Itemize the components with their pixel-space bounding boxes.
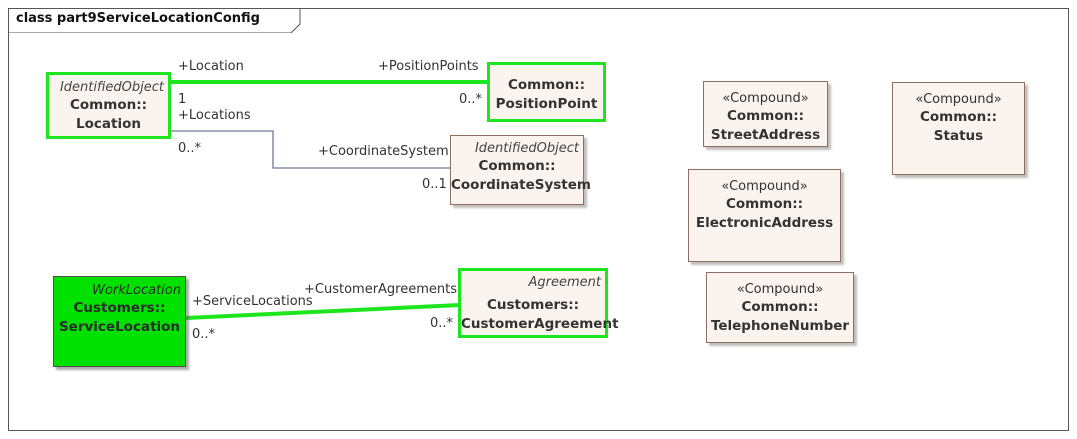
class-status[interactable]: «Compound» Common:: Status xyxy=(892,82,1025,175)
package-label: Common:: xyxy=(741,299,819,315)
association-location-coordinatesystem xyxy=(170,130,450,169)
class-electronicaddress[interactable]: «Compound» Common:: ElectronicAddress xyxy=(688,169,841,262)
package-label: Common:: xyxy=(920,109,997,125)
class-name: StreetAddress xyxy=(710,127,821,143)
class-name: Location xyxy=(76,116,141,132)
class-coordinatesystem[interactable]: IdentifiedObject Common:: CoordinateSyst… xyxy=(450,135,591,205)
class-name: CoordinateSystem xyxy=(451,177,591,193)
multiplicity-location: 1 xyxy=(178,92,187,107)
role-label-coordinatesystem: +CoordinateSystem xyxy=(318,144,449,159)
role-label-servicelocations: +ServiceLocations xyxy=(192,294,313,309)
multiplicity-coordinatesystem: 0..1 xyxy=(422,177,447,192)
role-label-locations: +Locations xyxy=(178,108,251,123)
frame-title-tab xyxy=(8,8,301,33)
multiplicity-customeragreements: 0..* xyxy=(430,316,454,331)
role-label-customeragreements: +CustomerAgreements xyxy=(304,282,458,297)
stereotype-label: WorkLocation xyxy=(92,283,181,298)
stereotype-label: «Compound» xyxy=(722,91,809,106)
stereotype-label: «Compound» xyxy=(915,92,1002,107)
class-name: ElectronicAddress xyxy=(695,215,834,231)
class-name: TelephoneNumber xyxy=(710,318,850,334)
class-location[interactable]: IdentifiedObject Common:: Location xyxy=(46,72,171,139)
package-label: Customers:: xyxy=(487,297,579,313)
stereotype-label: IdentifiedObject xyxy=(59,80,164,95)
stereotype-label: «Compound» xyxy=(721,179,808,194)
package-label: Common:: xyxy=(70,97,147,113)
package-label: Common:: xyxy=(727,108,804,124)
stereotype-label: Agreement xyxy=(528,275,601,290)
class-customeragreement[interactable]: Agreement Customers:: CustomerAgreement xyxy=(458,268,619,338)
role-label-location: +Location xyxy=(178,59,244,74)
stereotype-label: «Compound» xyxy=(736,282,824,297)
class-name: PositionPoint xyxy=(495,96,598,112)
class-positionpoint[interactable]: Common:: PositionPoint xyxy=(487,62,606,122)
class-name: ServiceLocation xyxy=(58,319,181,335)
class-name: CustomerAgreement xyxy=(461,316,619,332)
class-servicelocation[interactable]: WorkLocation Customers:: ServiceLocation xyxy=(53,276,186,367)
package-label: Customers:: xyxy=(73,300,166,316)
multiplicity-positionpoints: 0..* xyxy=(459,92,483,107)
class-name: Status xyxy=(933,128,984,144)
role-label-positionpoints: +PositionPoints xyxy=(378,59,479,74)
diagram-title: class part9ServiceLocationConfig xyxy=(16,11,260,26)
package-label: Common:: xyxy=(508,77,585,93)
association-servicelocation-customeragreement xyxy=(185,303,461,320)
package-label: Common:: xyxy=(726,196,803,212)
multiplicity-servicelocations: 0..* xyxy=(192,327,216,342)
stereotype-label: IdentifiedObject xyxy=(474,141,579,156)
class-streetaddress[interactable]: «Compound» Common:: StreetAddress xyxy=(703,81,828,147)
class-telephonenumber[interactable]: «Compound» Common:: TelephoneNumber xyxy=(706,272,854,343)
package-label: Common:: xyxy=(478,158,556,174)
multiplicity-locations: 0..* xyxy=(178,141,202,156)
